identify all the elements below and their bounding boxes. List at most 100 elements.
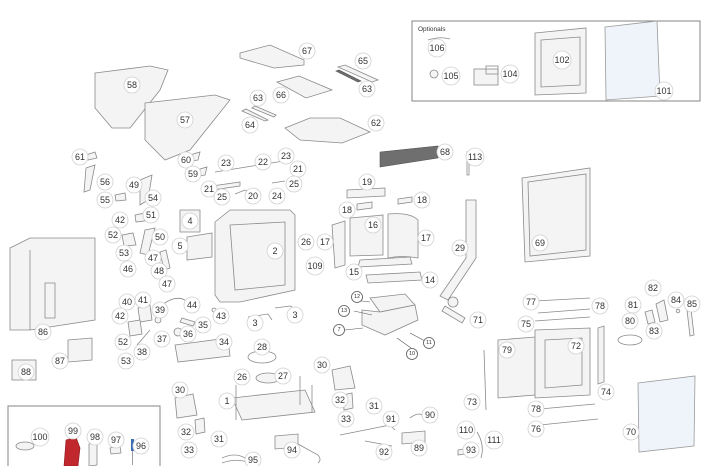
callout-7: 7 xyxy=(333,324,345,336)
callout-label: 33 xyxy=(341,414,351,424)
part-76-rod xyxy=(539,418,599,426)
callout-43: 43 xyxy=(212,307,230,325)
callout-12: 12 xyxy=(351,291,363,303)
callout-circle xyxy=(194,316,212,334)
part-100-ring xyxy=(15,441,35,451)
callout-label: 19 xyxy=(362,177,372,187)
callout-31: 31 xyxy=(365,397,383,415)
callout-label: 51 xyxy=(146,210,156,220)
callout-18: 18 xyxy=(413,191,431,209)
callout-14: 14 xyxy=(421,271,439,289)
callout-circle xyxy=(268,187,286,205)
callout-81: 81 xyxy=(624,296,642,314)
part-63-rail xyxy=(335,69,362,83)
callout-circle xyxy=(123,76,141,94)
callout-label: 92 xyxy=(379,447,389,457)
callout-circle xyxy=(597,383,615,401)
callout-88: 88 xyxy=(17,363,35,381)
part-63-rail-left xyxy=(251,105,277,118)
part-65-rail xyxy=(336,64,380,83)
callout-label: 102 xyxy=(554,55,569,65)
callout-circle xyxy=(421,406,439,424)
callout-circle xyxy=(177,423,195,441)
callout-circle xyxy=(125,176,143,194)
part-75-rod xyxy=(534,316,591,322)
callout-63: 63 xyxy=(358,80,376,98)
callout-circle xyxy=(358,80,376,98)
callout-circle xyxy=(382,410,400,428)
callout-circle xyxy=(34,323,52,341)
callout-55: 55 xyxy=(96,191,114,209)
part-74-hinge-bar xyxy=(597,325,605,385)
part-35 xyxy=(179,317,196,327)
callout-circle xyxy=(17,363,35,381)
callout-33: 33 xyxy=(180,441,198,459)
callout-label: 27 xyxy=(278,371,288,381)
callout-11: 11 xyxy=(423,337,435,349)
callout-circle xyxy=(96,173,114,191)
callout-circle xyxy=(177,151,195,169)
callout-48: 48 xyxy=(150,262,168,280)
callout-97: 97 xyxy=(107,431,125,449)
callout-3: 3 xyxy=(246,314,264,332)
callout-circle xyxy=(624,296,642,314)
callout-label: 94 xyxy=(287,445,297,455)
part-38 xyxy=(136,329,151,346)
callout-13: 13 xyxy=(338,305,350,317)
callout-circle xyxy=(233,368,251,386)
callout-110: 110 xyxy=(456,420,476,440)
callout-circle xyxy=(142,206,160,224)
part-56 xyxy=(83,164,96,193)
callout-label: 76 xyxy=(531,424,541,434)
part-96-screwdriver-handle xyxy=(131,439,134,451)
callout-label: 58 xyxy=(127,80,137,90)
callout-23: 23 xyxy=(277,147,295,165)
part-90-cable xyxy=(409,413,423,419)
optionals-title: Optionals xyxy=(418,26,446,33)
callout-circle xyxy=(111,307,129,325)
callout-32: 32 xyxy=(177,423,195,441)
callout-113: 113 xyxy=(465,147,485,167)
callout-circle xyxy=(151,228,169,246)
callout-label: 78 xyxy=(531,404,541,414)
callout-30: 30 xyxy=(313,356,331,374)
callout-label: 93 xyxy=(466,445,476,455)
callout-label: 7 xyxy=(337,327,340,333)
callout-35: 35 xyxy=(194,316,212,334)
callout-label: 41 xyxy=(138,295,148,305)
callout-circle xyxy=(527,400,545,418)
callout-82: 82 xyxy=(644,279,662,297)
callout-26: 26 xyxy=(233,368,251,386)
callout-80: 80 xyxy=(621,312,639,330)
callout-circle xyxy=(283,441,301,459)
callout-circle xyxy=(522,293,540,311)
callout-label: 13 xyxy=(341,308,347,314)
callout-21: 21 xyxy=(200,180,218,198)
part-85-handle xyxy=(686,308,695,337)
callout-87: 87 xyxy=(51,352,69,370)
callout-29: 29 xyxy=(451,239,469,257)
handle-parts xyxy=(617,299,695,346)
callout-17: 17 xyxy=(316,233,334,251)
callout-label: 52 xyxy=(118,337,128,347)
callout-label: 79 xyxy=(502,345,512,355)
callout-label: 80 xyxy=(625,316,635,326)
callout-circle xyxy=(427,38,447,58)
callout-label: 17 xyxy=(320,237,330,247)
callout-98: 98 xyxy=(86,428,104,446)
callout-18: 18 xyxy=(338,201,356,219)
part-84 xyxy=(675,308,681,314)
callout-109: 109 xyxy=(305,256,325,276)
callout-84: 84 xyxy=(667,291,685,309)
callout-104: 104 xyxy=(500,64,520,84)
callout-label: 42 xyxy=(115,311,125,321)
part-105-knob xyxy=(429,69,439,79)
callout-label: 44 xyxy=(187,300,197,310)
callout-106: 106 xyxy=(427,38,447,58)
callout-circle xyxy=(469,311,487,329)
callout-label: 63 xyxy=(253,93,263,103)
callout-circle xyxy=(215,333,233,351)
callout-label: 11 xyxy=(426,340,432,346)
callout-10: 10 xyxy=(406,348,418,360)
